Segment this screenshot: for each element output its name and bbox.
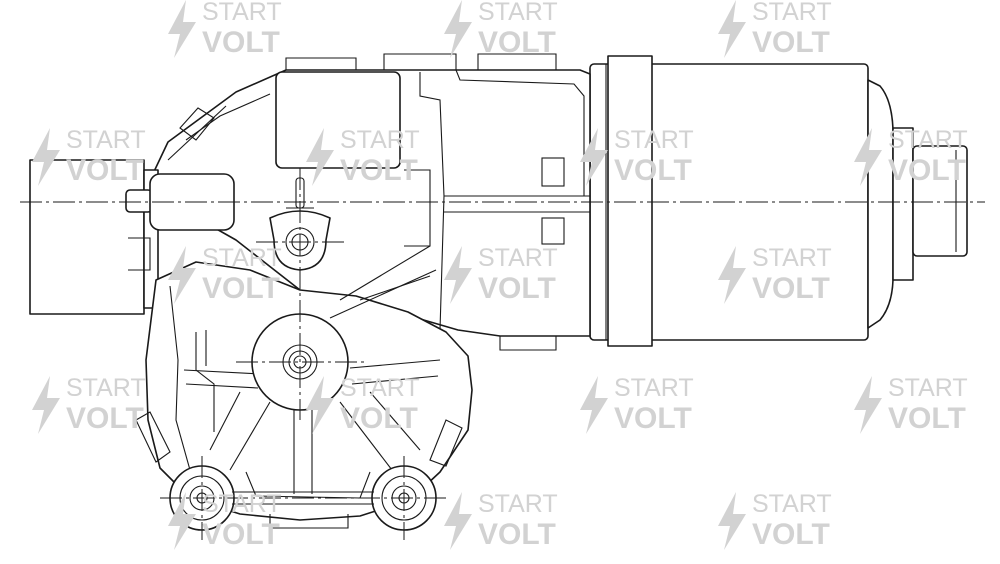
centerlines xyxy=(20,168,985,540)
motor-housing xyxy=(589,55,869,347)
motor-end-cap xyxy=(867,79,968,329)
lug-bridge xyxy=(232,491,374,505)
gearbox-upper-body xyxy=(149,53,591,351)
